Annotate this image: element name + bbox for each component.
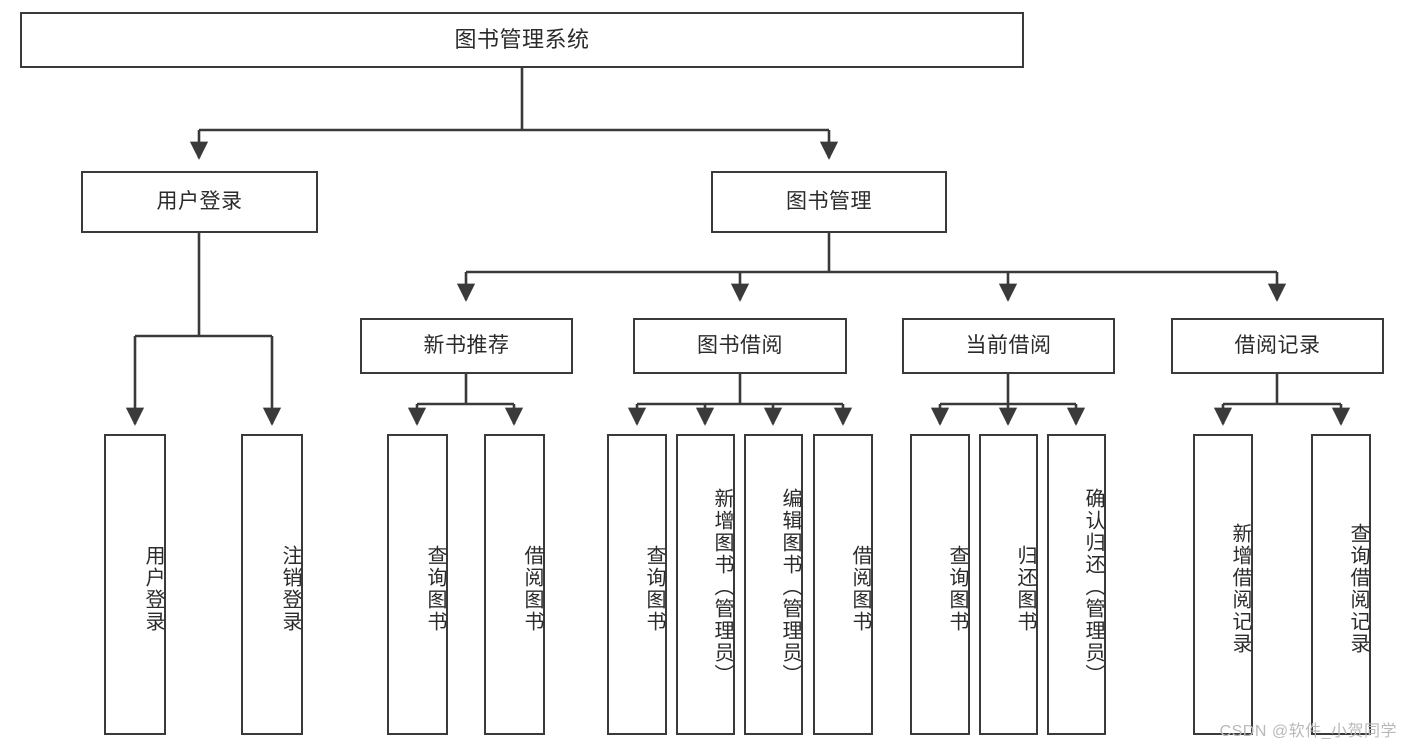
leaf-edit-book-admin[interactable]: 编辑图书（管理员） <box>744 434 803 735</box>
node-label: 查询图书 <box>424 544 446 633</box>
node-label: 查询图书 <box>643 544 665 633</box>
node-label: 新增借阅记录 <box>1229 522 1251 655</box>
leaf-user-login[interactable]: 用户登录 <box>104 434 166 735</box>
leaf-query-book-1[interactable]: 查询图书 <box>387 434 448 735</box>
leaf-logout[interactable]: 注销登录 <box>241 434 303 735</box>
node-label: 图书管理 <box>786 189 872 213</box>
leaf-query-book-3[interactable]: 查询图书 <box>910 434 970 735</box>
leaf-return-book[interactable]: 归还图书 <box>979 434 1038 735</box>
leaf-confirm-return-admin[interactable]: 确认归还（管理员） <box>1047 434 1106 735</box>
node-label: 图书管理系统 <box>454 27 590 53</box>
node-label: 归还图书 <box>1014 544 1036 633</box>
node-borrowing-records[interactable]: 借阅记录 <box>1171 318 1384 374</box>
node-label: 新书推荐 <box>423 333 510 357</box>
leaf-borrow-book-1[interactable]: 借阅图书 <box>484 434 545 735</box>
node-current-borrowing[interactable]: 当前借阅 <box>902 318 1115 374</box>
node-label: 借阅记录 <box>1234 333 1321 357</box>
csdn-watermark: CSDN @软件_小贺同学 <box>1219 723 1397 740</box>
node-label: 查询图书 <box>946 544 968 633</box>
node-user-login[interactable]: 用户登录 <box>81 171 318 233</box>
leaf-add-borrowing-record[interactable]: 新增借阅记录 <box>1193 434 1253 735</box>
node-label: 用户登录 <box>142 544 164 633</box>
leaf-query-book-2[interactable]: 查询图书 <box>607 434 667 735</box>
node-label: 查询借阅记录 <box>1347 522 1369 655</box>
node-label: 借阅图书 <box>521 544 543 633</box>
node-label: 用户登录 <box>156 189 243 213</box>
leaf-borrow-book-2[interactable]: 借阅图书 <box>813 434 873 735</box>
leaf-query-borrowing-record[interactable]: 查询借阅记录 <box>1311 434 1371 735</box>
node-label: 确认归还（管理员） <box>1082 487 1104 686</box>
node-label: 编辑图书（管理员） <box>779 487 801 686</box>
node-book-management[interactable]: 图书管理 <box>711 171 947 233</box>
node-label: 新增图书（管理员） <box>711 487 733 686</box>
node-book-borrowing[interactable]: 图书借阅 <box>633 318 847 374</box>
node-root-book-management-system[interactable]: 图书管理系统 <box>20 12 1024 68</box>
node-label: 注销登录 <box>279 544 301 633</box>
node-label: 借阅图书 <box>849 544 871 633</box>
node-new-book-recommendation[interactable]: 新书推荐 <box>360 318 573 374</box>
node-label: 当前借阅 <box>965 333 1052 357</box>
leaf-add-book-admin[interactable]: 新增图书（管理员） <box>676 434 735 735</box>
node-label: 图书借阅 <box>697 333 783 357</box>
